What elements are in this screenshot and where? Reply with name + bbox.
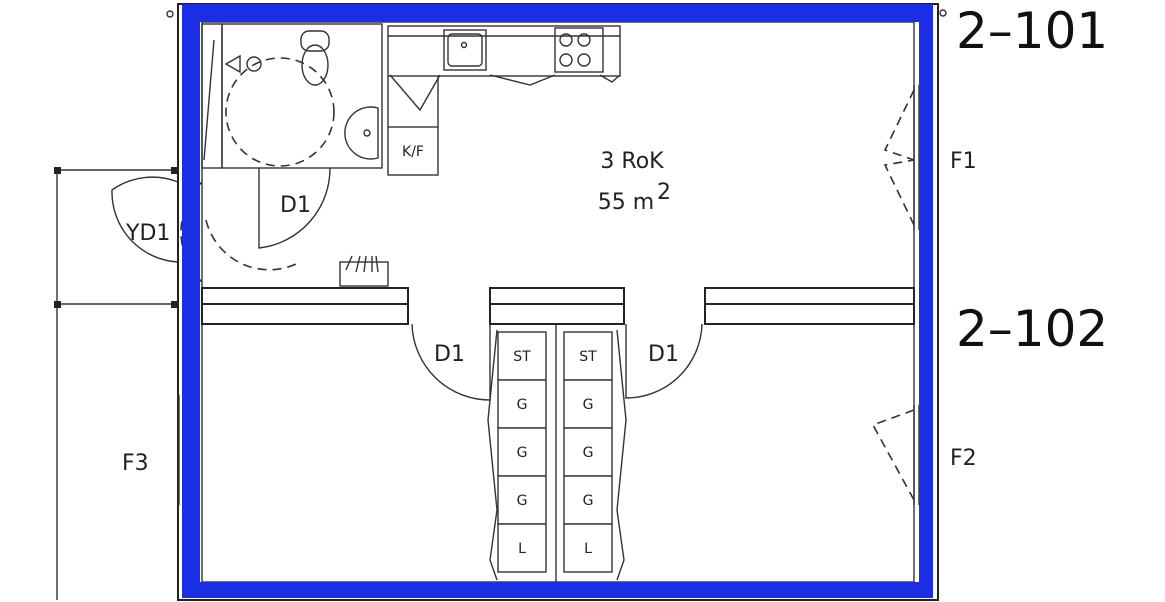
closet-right-cell (563, 427, 613, 477)
door-d1-right: D1 (625, 323, 703, 399)
closet-left-cell (497, 427, 547, 477)
closet-outline-left (487, 329, 498, 581)
bathroom (201, 23, 383, 169)
outline-top (182, 4, 924, 22)
closet-left-cell (497, 523, 547, 573)
room-area: 55 m (598, 190, 654, 215)
closet-left-cell (497, 379, 547, 429)
closet-right-cell (563, 523, 613, 573)
closet-left-label: G (517, 493, 528, 509)
window-f3-label: F3 (122, 451, 149, 476)
outline-left (182, 4, 200, 598)
d1-right-label: D1 (648, 342, 679, 367)
closet-left-cell (497, 475, 547, 525)
closet-right-label: ST (579, 349, 597, 365)
d1-bath-label: D1 (280, 193, 311, 218)
washer-dryer-box: K/F (387, 126, 439, 176)
kf-label: K/F (402, 144, 424, 160)
d1-left-label: D1 (434, 342, 465, 367)
room-type: 3 RoK (600, 149, 664, 174)
corner-marker-left (166, 10, 174, 18)
yd1-label: YD1 (125, 221, 170, 246)
unit-number-lower: 2–102 (956, 300, 1108, 358)
closet-right-label: G (583, 493, 594, 509)
closet-right-cell (563, 331, 613, 381)
closet-left-label: ST (513, 349, 531, 365)
closets-left: ST G G G L (497, 331, 547, 573)
window-f2-label: F2 (950, 446, 977, 471)
window-f1-label: F1 (950, 149, 977, 174)
closet-left-label: G (517, 397, 528, 413)
door-d1-left: D1 (411, 323, 491, 401)
balcony-outline (54, 167, 178, 600)
closets-right: ST G G G L (563, 331, 613, 573)
dividing-wall (201, 287, 915, 590)
unit-highlight-outline (182, 4, 933, 598)
kitchen-counter (387, 25, 621, 127)
closet-right-label: L (584, 541, 592, 557)
closet-right-label: G (583, 445, 594, 461)
closet-right-label: G (583, 397, 594, 413)
outline-bottom (182, 582, 933, 598)
closet-left-label: G (517, 445, 528, 461)
room-area-superscript: 2 (657, 180, 671, 205)
door-d1-bath: D1 (258, 167, 331, 249)
closet-outline-right (616, 329, 627, 581)
closet-left-label: L (518, 541, 526, 557)
corner-marker-right (939, 9, 947, 17)
closet-right-cell (563, 379, 613, 429)
coat-rack (339, 255, 389, 287)
unit-number-upper: 2–101 (956, 2, 1108, 60)
outline-right (919, 4, 933, 598)
